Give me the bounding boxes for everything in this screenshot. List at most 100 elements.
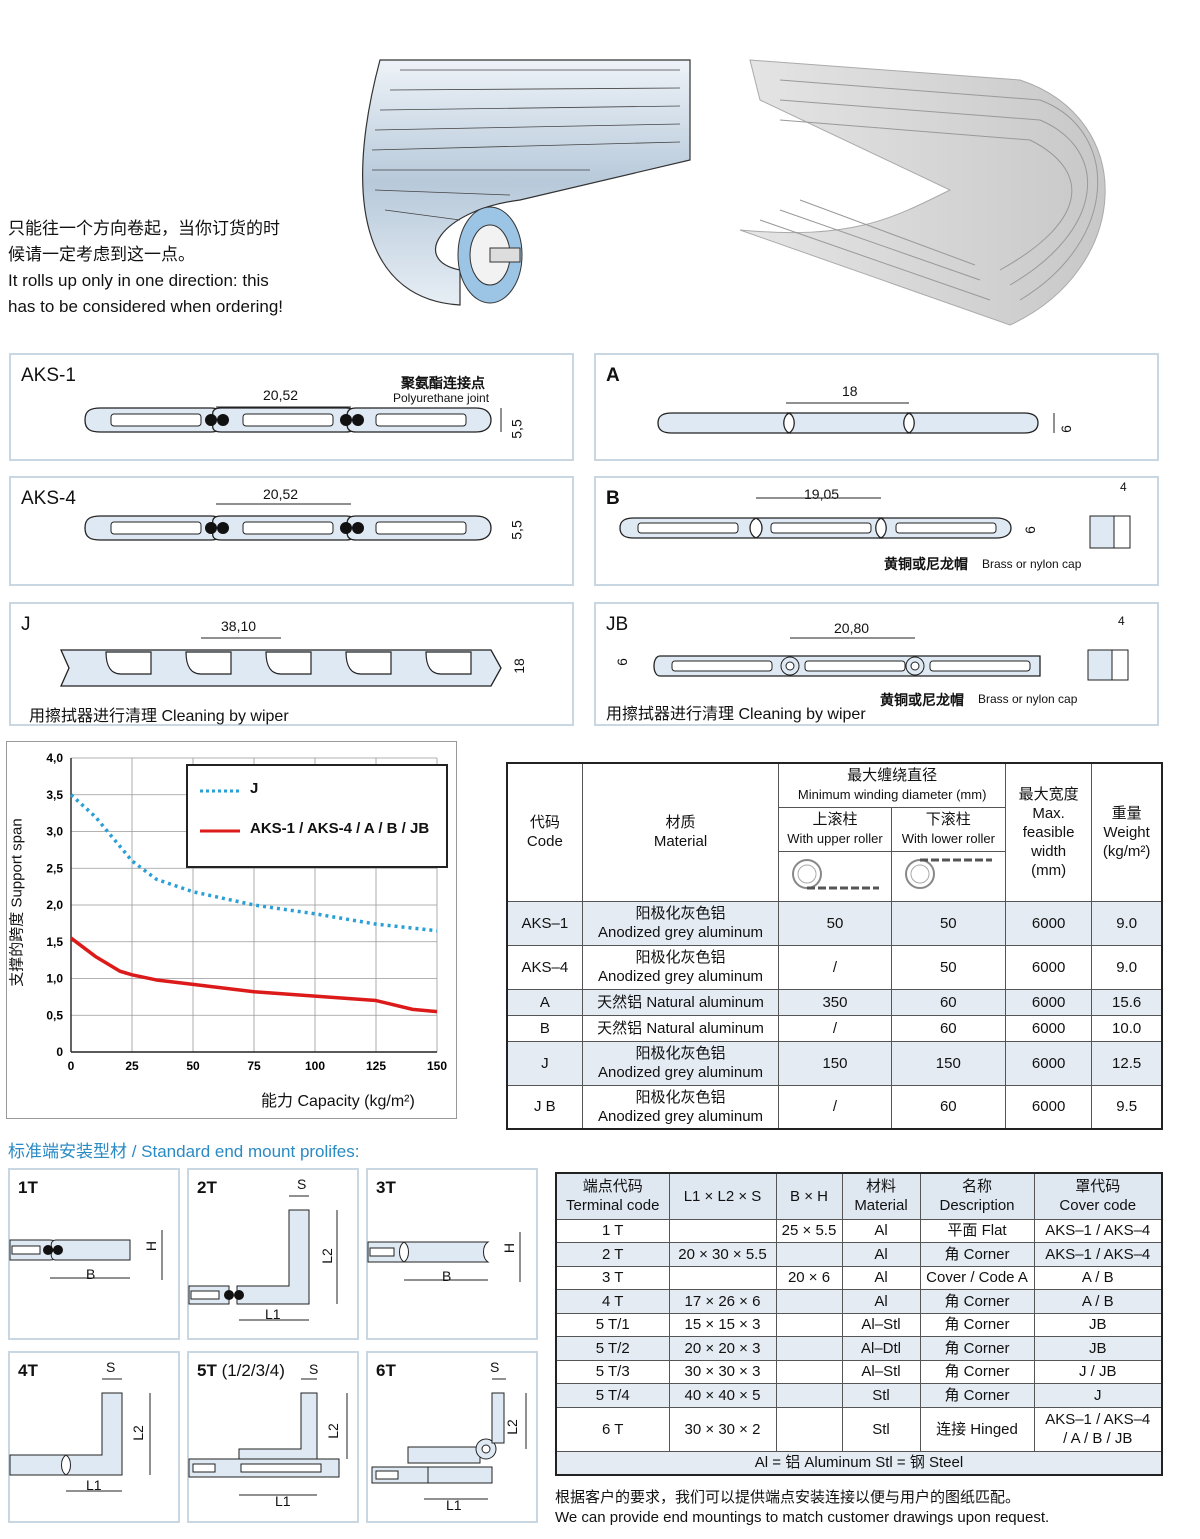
legend-aks-swatch xyxy=(200,829,240,833)
profile-panel-b: B 19,05 6 4 黄铜或尼龙帽 Brass or nylon cap xyxy=(594,476,1159,586)
series-j-line xyxy=(69,793,438,933)
footer-note: 根据客户的要求，我们可以提供端点安装连接以便与用户的图纸匹配。 We can p… xyxy=(555,1488,1049,1528)
cap-width-label: 4 xyxy=(1118,614,1125,628)
y-tick-label: 4,0 xyxy=(46,751,63,765)
cap-width-label: 4 xyxy=(1120,480,1127,494)
footer-cn: 根据客户的要求，我们可以提供端点安装连接以便与用户的图纸匹配。 xyxy=(555,1489,1021,1506)
slat-profile-drawing xyxy=(619,497,1012,539)
profile-label: A xyxy=(606,365,620,386)
pitch-label: 18 xyxy=(842,383,858,399)
th-bh: B × H xyxy=(775,1172,843,1220)
profile-label: AKS-4 xyxy=(21,488,76,509)
end-mount-3t: 3T B H xyxy=(366,1168,538,1340)
x-tick-label: 125 xyxy=(366,1059,386,1073)
profile-panel-a: A 18 6 xyxy=(594,353,1159,461)
end-mount-label: 5T (1/2/3/4) xyxy=(197,1361,285,1380)
end-mount-label: 1T xyxy=(18,1178,38,1197)
dim-s: S xyxy=(297,1176,307,1192)
end-mount-2t: 2T S L2 L1 xyxy=(187,1168,359,1340)
cap-drawing xyxy=(1087,649,1129,681)
dim-l1: L1 xyxy=(86,1477,102,1493)
wiper-note: 用擦拭器进行清理 Cleaning by wiper xyxy=(606,706,866,723)
c-shape-cover-illustration xyxy=(739,59,1106,326)
x-tick-label: 75 xyxy=(247,1059,261,1073)
pitch-label: 38,10 xyxy=(221,618,257,634)
cap-cn-label: 黄铜或尼龙帽 xyxy=(880,692,964,708)
cap-en-label: Brass or nylon cap xyxy=(978,692,1078,706)
height-label: 5,5 xyxy=(508,520,525,540)
rolled-cover-illustration xyxy=(362,59,691,306)
dim-s: S xyxy=(309,1361,319,1377)
cap-en-label: Brass or nylon cap xyxy=(982,557,1082,571)
profile-panel-j: J 38,10 18 用擦拭器进行清理 Cleaning by wiper xyxy=(9,602,574,726)
profile-panel-aks4: AKS-4 20,52 5,5 xyxy=(9,476,574,586)
slat-profile-drawing xyxy=(653,637,1041,677)
end-mount-drawing xyxy=(367,1232,521,1282)
joint-cn-label: 聚氨酯连接点 xyxy=(401,375,485,391)
slat-profile-drawing xyxy=(84,406,502,433)
end-mount-drawing xyxy=(188,1378,348,1496)
y-tick-label: 3,0 xyxy=(46,825,63,839)
y-tick-label: 3,5 xyxy=(46,788,63,802)
th-dimensions: L1 × L2 × S xyxy=(668,1172,777,1220)
profile-label: JB xyxy=(606,614,629,635)
y-tick-label: 0,5 xyxy=(46,1008,63,1022)
end-mount-drawing xyxy=(371,1378,527,1500)
legend-j-swatch xyxy=(200,789,240,793)
end-mount-drawing xyxy=(9,1230,163,1280)
chart-legend: J AKS-1 / AKS-4 / A / B / JB xyxy=(186,764,448,868)
height-label: 18 xyxy=(510,658,527,674)
intro-cn-line1: 只能往一个方向卷起，当你订货的时 xyxy=(8,219,280,238)
end-mount-label: 3T xyxy=(376,1178,396,1197)
end-mount-1t: 1T B H xyxy=(8,1168,180,1340)
dim-h: H xyxy=(501,1242,518,1254)
end-mount-4t: 4T S L2 L1 xyxy=(8,1351,180,1523)
lower-roller-icon xyxy=(890,850,1006,902)
x-tick-label: 25 xyxy=(125,1059,139,1073)
profile-panel-aks1: AKS-1 20,52 聚氨酯连接点 Polyurethane joint 5,… xyxy=(9,353,574,461)
profile-panel-jb: JB 20,80 6 4 黄铜或尼龙帽 Brass or nylon cap 用… xyxy=(594,602,1159,726)
end-mount-6t: 6T S L2 L1 xyxy=(366,1351,538,1523)
end-mount-5t: 5T (1/2/3/4) S L2 L1 xyxy=(187,1351,359,1523)
y-tick-label: 2,0 xyxy=(46,898,63,912)
slat-profile-drawing xyxy=(59,637,502,687)
dim-l1: L1 xyxy=(265,1306,281,1322)
cap-cn-label: 黄铜或尼龙帽 xyxy=(884,556,968,572)
dim-l1: L1 xyxy=(275,1493,291,1509)
y-tick-label: 2,5 xyxy=(46,861,63,875)
cap-drawing xyxy=(1089,515,1131,549)
wiper-note: 用擦拭器进行清理 Cleaning by wiper xyxy=(29,708,289,725)
end-mount-label: 4T xyxy=(18,1361,38,1380)
intro-en-line1: It rolls up only in one direction: this xyxy=(8,271,269,290)
end-mount-label: 6T xyxy=(376,1361,396,1380)
dim-l2: L2 xyxy=(318,1248,335,1264)
end-mount-section-title: 标准端安装型材 / Standard end mount prolifes: xyxy=(8,1142,360,1161)
slat-profile-drawing xyxy=(657,402,1055,434)
footer-en: We can provide end mountings to match cu… xyxy=(555,1509,1050,1526)
y-tick-label: 1,0 xyxy=(46,972,63,986)
dim-b: B xyxy=(442,1268,452,1284)
pitch-label: 20,80 xyxy=(834,620,870,636)
slat-profile-drawing xyxy=(84,503,492,541)
height-label: 6 xyxy=(613,658,630,666)
joint-en-label: Polyurethane joint xyxy=(393,391,490,405)
legend-aks-label: AKS-1 / AKS-4 / A / B / JB xyxy=(250,820,430,837)
y-tick-label: 0 xyxy=(56,1045,63,1059)
intro-note: 只能往一个方向卷起，当你订货的时 候请一定考虑到这一点。 It rolls up… xyxy=(8,216,338,320)
x-tick-label: 150 xyxy=(427,1059,447,1073)
dim-s: S xyxy=(490,1359,500,1375)
